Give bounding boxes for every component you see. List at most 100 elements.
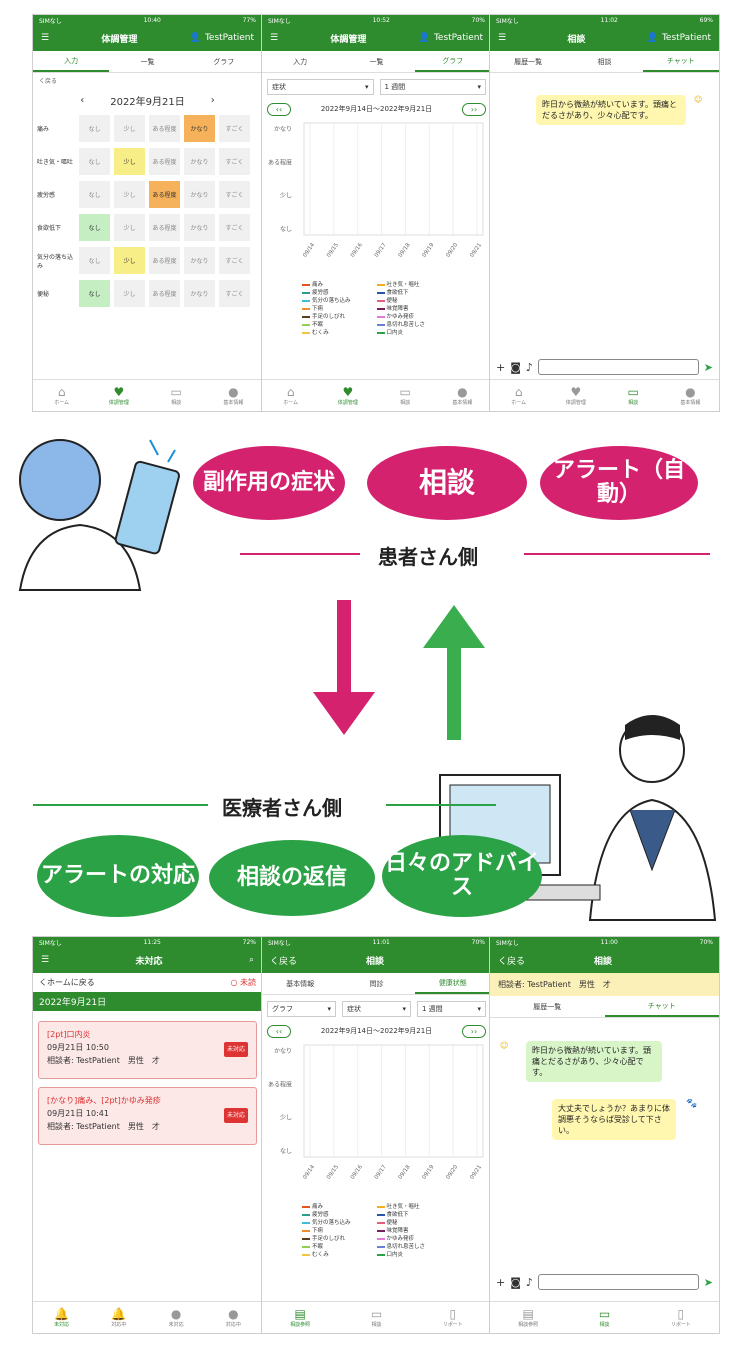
tab-history[interactable]: 履歴一覧 bbox=[514, 57, 543, 66]
type-select[interactable]: グラフ▾ bbox=[267, 1001, 336, 1017]
alert-card[interactable]: [かなり]痛み、[2pt]かゆみ発疹 09月21日 10:41 相談者: Tes… bbox=[38, 1087, 257, 1145]
chat-input[interactable] bbox=[537, 359, 699, 375]
tab-graph[interactable]: グラフ bbox=[414, 51, 491, 72]
prev-date-icon[interactable]: ‹ bbox=[80, 94, 85, 106]
nav-pending-consult[interactable]: ●未対応 bbox=[148, 1302, 205, 1333]
tab-chat[interactable]: チャット bbox=[642, 51, 719, 72]
tab-interview[interactable]: 問診 bbox=[369, 979, 384, 988]
tab-list[interactable]: 一覧 bbox=[369, 57, 384, 66]
severity-option[interactable]: かなり bbox=[184, 214, 215, 241]
symptom-select[interactable]: 症状▾ bbox=[267, 79, 374, 95]
severity-option[interactable]: 少し bbox=[114, 181, 145, 208]
nav-consult-ref[interactable]: ▤相談参照 bbox=[262, 1302, 338, 1333]
severity-option[interactable]: なし bbox=[79, 115, 110, 142]
severity-option[interactable]: すごく bbox=[219, 280, 250, 307]
nav-in-progress-consult[interactable]: ●対応中 bbox=[205, 1302, 262, 1333]
search-icon[interactable]: ⌕ bbox=[248, 955, 254, 965]
send-icon[interactable]: ➤ bbox=[703, 360, 713, 374]
severity-option[interactable]: ある程度 bbox=[149, 247, 180, 274]
alert-card[interactable]: [2pt]口内炎 09月21日 10:50 相談者: TestPatient 男… bbox=[38, 1021, 257, 1079]
user-name: TestPatient bbox=[204, 33, 254, 43]
back-button[interactable]: く戻る bbox=[498, 956, 526, 967]
menu-icon[interactable]: ☰ bbox=[498, 33, 507, 43]
chat-input[interactable] bbox=[537, 1274, 699, 1290]
severity-option[interactable]: 少し bbox=[114, 214, 145, 241]
severity-option[interactable]: ある程度 bbox=[149, 280, 180, 307]
tab-health[interactable]: 健康状態 bbox=[414, 973, 491, 994]
nav-home[interactable]: ⌂ホーム bbox=[262, 380, 319, 411]
plus-icon[interactable]: + bbox=[496, 360, 506, 374]
severity-option[interactable]: かなり bbox=[184, 181, 215, 208]
symptom-select[interactable]: 症状▾ bbox=[342, 1001, 411, 1017]
tab-input[interactable]: 入力 bbox=[293, 57, 308, 66]
nav-profile[interactable]: ●基本情報 bbox=[205, 380, 262, 411]
severity-option[interactable]: 少し bbox=[114, 247, 145, 274]
tab-history[interactable]: 履歴一覧 bbox=[533, 1002, 562, 1011]
severity-option[interactable]: ある程度 bbox=[149, 181, 180, 208]
nav-condition[interactable]: ♥体調管理 bbox=[319, 380, 376, 411]
severity-option[interactable]: なし bbox=[79, 148, 110, 175]
nav-consult[interactable]: ▭相談 bbox=[338, 1302, 414, 1333]
menu-icon[interactable]: ☰ bbox=[41, 33, 50, 43]
severity-option[interactable]: かなり bbox=[184, 280, 215, 307]
severity-option[interactable]: 少し bbox=[114, 148, 145, 175]
severity-option[interactable]: かなり bbox=[184, 247, 215, 274]
severity-option[interactable]: なし bbox=[79, 247, 110, 274]
menu-icon[interactable]: ☰ bbox=[41, 955, 50, 965]
camera-icon[interactable]: ◙ bbox=[510, 360, 521, 374]
severity-option[interactable]: かなり bbox=[184, 148, 215, 175]
severity-option[interactable]: なし bbox=[79, 214, 110, 241]
unread-toggle[interactable]: ○ 未読 bbox=[230, 978, 256, 987]
camera-icon[interactable]: ◙ bbox=[510, 1275, 521, 1289]
back-button[interactable]: く戻る bbox=[270, 956, 298, 967]
tab-consult[interactable]: 相談 bbox=[597, 57, 612, 66]
severity-option[interactable]: すごく bbox=[219, 115, 250, 142]
next-range-button[interactable]: ›› bbox=[461, 102, 486, 116]
nav-condition[interactable]: ♥体調管理 bbox=[547, 380, 604, 411]
tab-list[interactable]: 一覧 bbox=[140, 57, 155, 66]
nav-consult-ref[interactable]: ▤相談参照 bbox=[490, 1302, 566, 1333]
nav-report[interactable]: ▯リポート bbox=[415, 1302, 491, 1333]
severity-option[interactable]: なし bbox=[79, 181, 110, 208]
nav-home[interactable]: ⌂ホーム bbox=[33, 380, 90, 411]
nav-consult[interactable]: ▭相談 bbox=[148, 380, 205, 411]
nav-pending[interactable]: 🔔未対応 bbox=[33, 1302, 90, 1333]
severity-option[interactable]: なし bbox=[79, 280, 110, 307]
severity-option[interactable]: すごく bbox=[219, 247, 250, 274]
severity-option[interactable]: すごく bbox=[219, 148, 250, 175]
next-date-icon[interactable]: › bbox=[210, 94, 215, 106]
tab-basic-info[interactable]: 基本情報 bbox=[286, 979, 315, 988]
nav-consult[interactable]: ▭相談 bbox=[566, 1302, 642, 1333]
mic-icon[interactable]: ♪ bbox=[525, 1275, 533, 1289]
nav-consult[interactable]: ▭相談 bbox=[377, 380, 434, 411]
tab-input[interactable]: 入力 bbox=[33, 51, 110, 72]
prev-range-button[interactable]: ‹‹ bbox=[267, 102, 291, 116]
tab-chat[interactable]: チャット bbox=[604, 996, 719, 1017]
nav-consult[interactable]: ▭相談 bbox=[605, 380, 662, 411]
send-icon[interactable]: ➤ bbox=[703, 1275, 713, 1289]
back-home-link[interactable]: くホームに戻る bbox=[39, 978, 95, 987]
severity-option[interactable]: すごく bbox=[219, 181, 250, 208]
nav-home[interactable]: ⌂ホーム bbox=[490, 380, 547, 411]
period-select[interactable]: 1 週間▾ bbox=[417, 1001, 486, 1017]
mic-icon[interactable]: ♪ bbox=[525, 360, 533, 374]
severity-option[interactable]: ある程度 bbox=[149, 214, 180, 241]
next-range-button[interactable]: ›› bbox=[461, 1024, 486, 1038]
severity-option[interactable]: ある程度 bbox=[149, 115, 180, 142]
plus-icon[interactable]: + bbox=[496, 1275, 506, 1289]
severity-option[interactable]: ある程度 bbox=[149, 148, 180, 175]
back-link[interactable]: く戻る bbox=[39, 78, 58, 85]
nav-in-progress[interactable]: 🔔対応中 bbox=[90, 1302, 147, 1333]
severity-option[interactable]: 少し bbox=[114, 115, 145, 142]
nav-profile[interactable]: ●基本情報 bbox=[434, 380, 491, 411]
nav-condition[interactable]: ♥体調管理 bbox=[90, 380, 147, 411]
period-select[interactable]: 1 週間▾ bbox=[379, 79, 486, 95]
nav-report[interactable]: ▯リポート bbox=[643, 1302, 719, 1333]
tab-graph[interactable]: グラフ bbox=[213, 57, 235, 66]
severity-option[interactable]: かなり bbox=[184, 115, 215, 142]
severity-option[interactable]: 少し bbox=[114, 280, 145, 307]
prev-range-button[interactable]: ‹‹ bbox=[267, 1024, 291, 1038]
nav-profile[interactable]: ●基本情報 bbox=[662, 380, 719, 411]
severity-option[interactable]: すごく bbox=[219, 214, 250, 241]
menu-icon[interactable]: ☰ bbox=[270, 33, 279, 43]
